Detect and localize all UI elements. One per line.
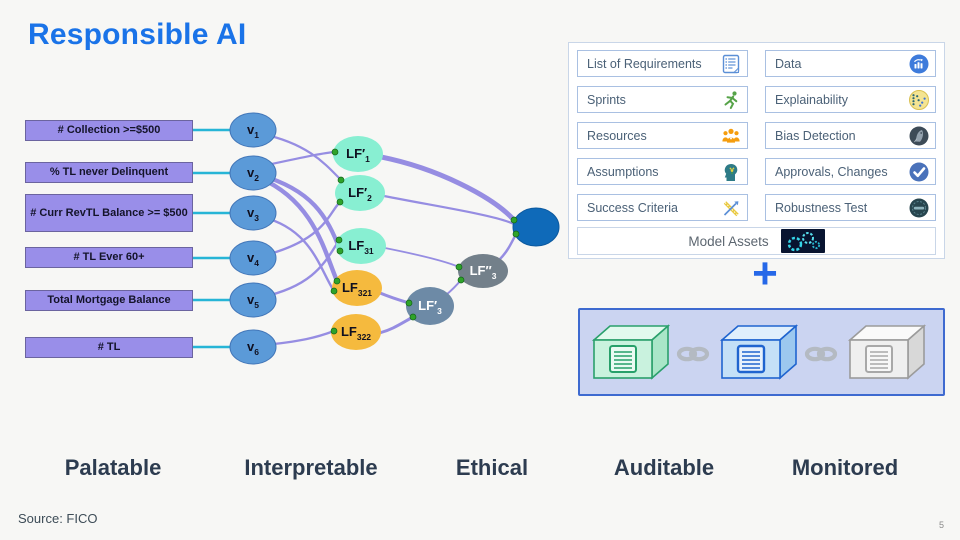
robustness-test-icon bbox=[908, 197, 930, 219]
input-node-v5 bbox=[229, 282, 277, 318]
slide-title: Responsible AI bbox=[28, 18, 247, 51]
pillar-label: Palatable bbox=[64, 455, 162, 480]
model-cube-gray bbox=[847, 324, 927, 380]
checklist-item-sprints: Sprints bbox=[577, 86, 748, 113]
network-nodes bbox=[229, 112, 560, 365]
checklist-item-explainability: Explainability bbox=[765, 86, 936, 113]
pillar-label: Monitored bbox=[791, 455, 899, 480]
model-assets-row: Model Assets bbox=[577, 227, 936, 255]
model-assets-label: Model Assets bbox=[688, 233, 769, 249]
checklist-item-approvals: Approvals, Changes bbox=[765, 158, 936, 185]
svg-text:LF′3: LF′3 bbox=[418, 298, 442, 316]
output-node bbox=[512, 207, 560, 247]
svg-text:LF31: LF31 bbox=[348, 238, 374, 256]
svg-text:v1: v1 bbox=[247, 122, 259, 140]
checklist-item-resources: Resources bbox=[577, 122, 748, 149]
latent-node-lf31 bbox=[336, 228, 386, 264]
svg-text:v2: v2 bbox=[247, 165, 259, 183]
bias-detection-icon bbox=[908, 125, 930, 147]
model-assets-card: List of Requirements Data Sprints Explai… bbox=[568, 42, 945, 259]
svg-text:LF321: LF321 bbox=[342, 280, 372, 298]
sprint-runner-icon bbox=[720, 89, 742, 111]
latent-node-lf321 bbox=[332, 270, 382, 306]
model-cube-green bbox=[591, 324, 671, 380]
box-connector-lines bbox=[193, 128, 234, 349]
latent-node-lf3pp bbox=[458, 254, 508, 288]
latent-node-lf1 bbox=[333, 136, 383, 172]
input-feature-box: % TL never Delinquent bbox=[25, 162, 193, 183]
svg-text:LF′2: LF′2 bbox=[348, 185, 372, 203]
plus-sign: + bbox=[752, 249, 778, 298]
checklist-item-requirements: List of Requirements bbox=[577, 50, 748, 77]
requirements-icon bbox=[720, 53, 742, 75]
pillar-label: Interpretable bbox=[244, 455, 378, 480]
input-feature-box: # Collection >=$500 bbox=[25, 120, 193, 141]
source-text: Source: FICO bbox=[18, 511, 98, 526]
input-node-v6 bbox=[229, 329, 277, 365]
model-chain-box bbox=[578, 308, 945, 396]
assumptions-head-icon bbox=[720, 161, 742, 183]
input-node-v2 bbox=[229, 155, 277, 191]
svg-text:LF322: LF322 bbox=[341, 324, 371, 342]
latent-node-lf322 bbox=[331, 314, 381, 350]
checklist-item-robustness: Robustness Test bbox=[765, 194, 936, 221]
checklist-item-data: Data bbox=[765, 50, 936, 77]
chain-link-icon bbox=[804, 346, 838, 362]
data-chart-icon bbox=[908, 53, 930, 75]
svg-text:v4: v4 bbox=[247, 250, 259, 268]
input-feature-box: Total Mortgage Balance bbox=[25, 290, 193, 311]
svg-text:LF′1: LF′1 bbox=[346, 146, 370, 164]
svg-text:LF″3: LF″3 bbox=[470, 263, 497, 281]
svg-text:v3: v3 bbox=[247, 205, 259, 223]
success-criteria-icon bbox=[720, 197, 742, 219]
checklist-item-bias-detection: Bias Detection bbox=[765, 122, 936, 149]
input-feature-box: # TL bbox=[25, 337, 193, 358]
page-number: 5 bbox=[938, 520, 944, 530]
pillar-label: Auditable bbox=[613, 455, 715, 480]
gears-icon bbox=[780, 229, 825, 253]
input-node-v4 bbox=[229, 240, 277, 276]
model-cube-blue bbox=[719, 324, 799, 380]
node-labels: v1 v2 v3 v4 v5 v6 LF′1 LF′2 LF31 LF321 L… bbox=[247, 122, 497, 357]
latent-node-lf2 bbox=[335, 175, 385, 211]
pillar-label: Ethical bbox=[455, 455, 529, 480]
svg-text:v5: v5 bbox=[247, 292, 259, 310]
network-edges bbox=[257, 132, 518, 347]
resources-people-icon bbox=[720, 125, 742, 147]
input-node-v1 bbox=[229, 112, 277, 148]
input-node-v3 bbox=[229, 195, 277, 231]
chain-link-icon bbox=[676, 346, 710, 362]
approvals-check-icon bbox=[908, 161, 930, 183]
connection-dots bbox=[330, 148, 520, 335]
input-feature-box: # Curr RevTL Balance >= $500 bbox=[25, 194, 193, 232]
checklist-item-success-criteria: Success Criteria bbox=[577, 194, 748, 221]
explainability-icon bbox=[908, 89, 930, 111]
input-feature-box: # TL Ever 60+ bbox=[25, 247, 193, 268]
checklist-item-assumptions: Assumptions bbox=[577, 158, 748, 185]
model-chain-graphic bbox=[591, 324, 927, 380]
latent-node-lf3p bbox=[406, 287, 454, 325]
svg-text:v6: v6 bbox=[247, 339, 259, 357]
